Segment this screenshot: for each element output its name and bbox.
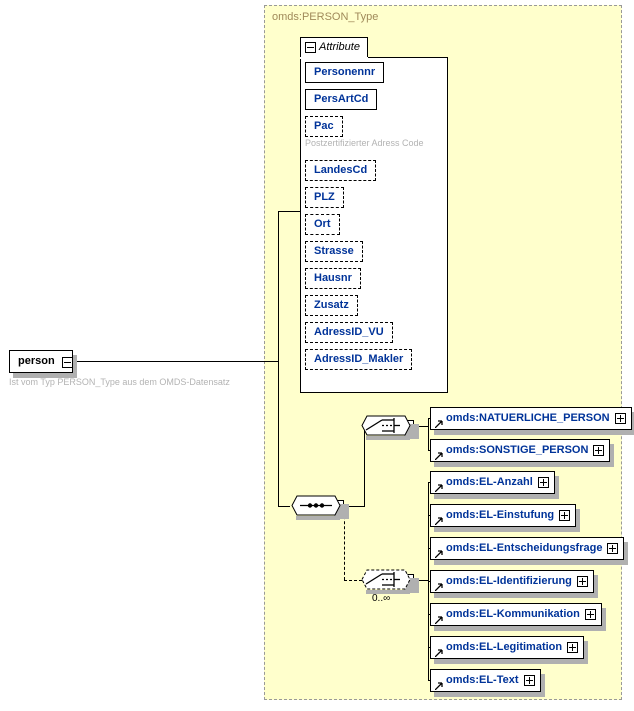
attribute-annotation: Postzertifizierter Adress Code xyxy=(305,138,424,148)
type-title: omds:PERSON_Type xyxy=(272,11,379,23)
sequence-branch-line xyxy=(278,506,290,507)
element-ref-box[interactable]: omds:NATUERLICHE_PERSON xyxy=(430,407,632,430)
attribute-tab-joint xyxy=(300,57,368,59)
ref-arrow-icon xyxy=(435,616,443,624)
ref-connector-line xyxy=(428,450,431,451)
attribute-minus-box-icon[interactable] xyxy=(305,42,316,53)
person-element-box[interactable]: person xyxy=(9,350,73,373)
attribute-label: Ort xyxy=(314,218,331,230)
ref-arrow-icon xyxy=(435,484,443,492)
branch-trunk-line xyxy=(278,211,279,506)
ref-plus-box-icon[interactable] xyxy=(577,576,588,587)
element-ref-box[interactable]: omds:SONSTIGE_PERSON xyxy=(430,439,610,462)
attribute-label: AdressID_VU xyxy=(314,326,384,338)
attribute-tab-label: Attribute xyxy=(319,41,360,53)
element-ref-box[interactable]: omds:EL-Text xyxy=(430,669,541,692)
ref-plus-box-icon[interactable] xyxy=(585,609,596,620)
ref-arrow-icon xyxy=(435,420,443,428)
person-minus-box-icon[interactable] xyxy=(62,357,73,368)
attribute-label: LandesCd xyxy=(314,164,368,176)
ref-plus-box-icon[interactable] xyxy=(559,510,570,521)
attribute-box[interactable]: Zusatz xyxy=(305,295,358,316)
attribute-box[interactable]: Pac xyxy=(305,116,343,137)
ref-arrow-icon xyxy=(435,583,443,591)
ref-connector-line xyxy=(428,581,431,582)
person-connector-line xyxy=(73,361,278,362)
attribute-box[interactable]: AdressID_Makler xyxy=(305,349,412,370)
ref-connector-line xyxy=(428,482,431,483)
person-choice-riser xyxy=(364,426,365,507)
ref-connector-line xyxy=(428,548,431,549)
el-choice-out-line xyxy=(414,580,428,581)
ref-connector-line xyxy=(428,647,431,648)
element-ref-label: omds:EL-Kommunikation xyxy=(446,608,580,620)
ref-arrow-icon xyxy=(435,649,443,657)
ref-plus-box-icon[interactable] xyxy=(567,642,578,653)
person-choice-out-line xyxy=(414,426,428,427)
element-ref-label: omds:SONSTIGE_PERSON xyxy=(446,444,589,456)
ref-connector-line xyxy=(428,515,431,516)
element-ref-label: omds:EL-Anzahl xyxy=(446,476,533,488)
attribute-label: Pac xyxy=(314,120,334,132)
ref-arrow-icon xyxy=(435,517,443,525)
person-annotation: Ist vom Typ PERSON_Type aus dem OMDS-Dat… xyxy=(9,377,230,387)
choice-compositor-optional-icon xyxy=(361,569,411,590)
element-ref-label: omds:EL-Identifizierung xyxy=(446,575,572,587)
attribute-label: PersArtCd xyxy=(314,93,369,105)
el-choice-compositor[interactable] xyxy=(360,567,412,592)
ref-plus-box-icon[interactable] xyxy=(607,543,618,554)
ref-plus-box-icon[interactable] xyxy=(615,413,626,424)
attribute-box[interactable]: PersArtCd xyxy=(305,89,377,110)
ref-connector-line xyxy=(428,680,431,681)
sequence-compositor-shadow xyxy=(296,516,340,520)
element-ref-label: omds:NATUERLICHE_PERSON xyxy=(446,412,610,424)
ref-connector-line xyxy=(428,418,431,419)
attribute-box[interactable]: Strasse xyxy=(305,241,363,262)
el-choice-shadow xyxy=(366,590,410,594)
attribute-label: Zusatz xyxy=(314,299,349,311)
attribute-label: Strasse xyxy=(314,245,354,257)
attribute-box[interactable]: Personennr xyxy=(305,62,384,83)
ref-connector-line xyxy=(428,614,431,615)
el-choice-riser-dashed xyxy=(344,506,345,580)
element-ref-label: omds:EL-Text xyxy=(446,674,519,686)
attribute-box[interactable]: AdressID_VU xyxy=(305,322,393,343)
element-ref-box[interactable]: omds:EL-Legitimation xyxy=(430,636,584,659)
element-ref-box[interactable]: omds:EL-Einstufung xyxy=(430,504,576,527)
attribute-box[interactable]: LandesCd xyxy=(305,160,376,181)
element-ref-label: omds:EL-Legitimation xyxy=(446,641,563,653)
element-ref-box[interactable]: omds:EL-Identifizierung xyxy=(430,570,594,593)
person-refs-bus xyxy=(428,418,429,450)
attribute-tab[interactable]: Attribute xyxy=(300,37,368,58)
ref-plus-box-icon[interactable] xyxy=(524,675,535,686)
sequence-to-person-choice-line xyxy=(344,506,364,507)
ref-arrow-icon xyxy=(435,452,443,460)
element-ref-box[interactable]: omds:EL-Anzahl xyxy=(430,471,555,494)
attribute-label: PLZ xyxy=(314,191,335,203)
attribute-label: Hausnr xyxy=(314,272,352,284)
attribute-label: AdressID_Makler xyxy=(314,353,404,365)
attribute-branch-line xyxy=(278,211,300,212)
attribute-box[interactable]: PLZ xyxy=(305,187,344,208)
el-choice-cardinality-label: 0..∞ xyxy=(372,593,391,604)
attribute-box[interactable]: Hausnr xyxy=(305,268,361,289)
sequence-compositor-icon xyxy=(291,495,341,516)
attribute-box[interactable]: Ort xyxy=(305,214,340,235)
ref-arrow-icon xyxy=(435,550,443,558)
ref-arrow-icon xyxy=(435,682,443,690)
choice-compositor-icon xyxy=(361,415,411,436)
ref-plus-box-icon[interactable] xyxy=(538,477,549,488)
ref-plus-box-icon[interactable] xyxy=(593,445,604,456)
element-ref-label: omds:EL-Entscheidungsfrage xyxy=(446,542,603,554)
person-choice-compositor[interactable] xyxy=(360,413,412,438)
sequence-compositor[interactable] xyxy=(290,493,342,518)
element-ref-label: omds:EL-Einstufung xyxy=(446,509,555,521)
person-choice-shadow xyxy=(366,436,410,440)
attribute-label: Personennr xyxy=(314,66,376,78)
person-element-label: person xyxy=(18,355,55,367)
element-ref-box[interactable]: omds:EL-Entscheidungsfrage xyxy=(430,537,624,560)
el-choice-entry-dashed xyxy=(344,580,372,581)
element-ref-box[interactable]: omds:EL-Kommunikation xyxy=(430,603,602,626)
